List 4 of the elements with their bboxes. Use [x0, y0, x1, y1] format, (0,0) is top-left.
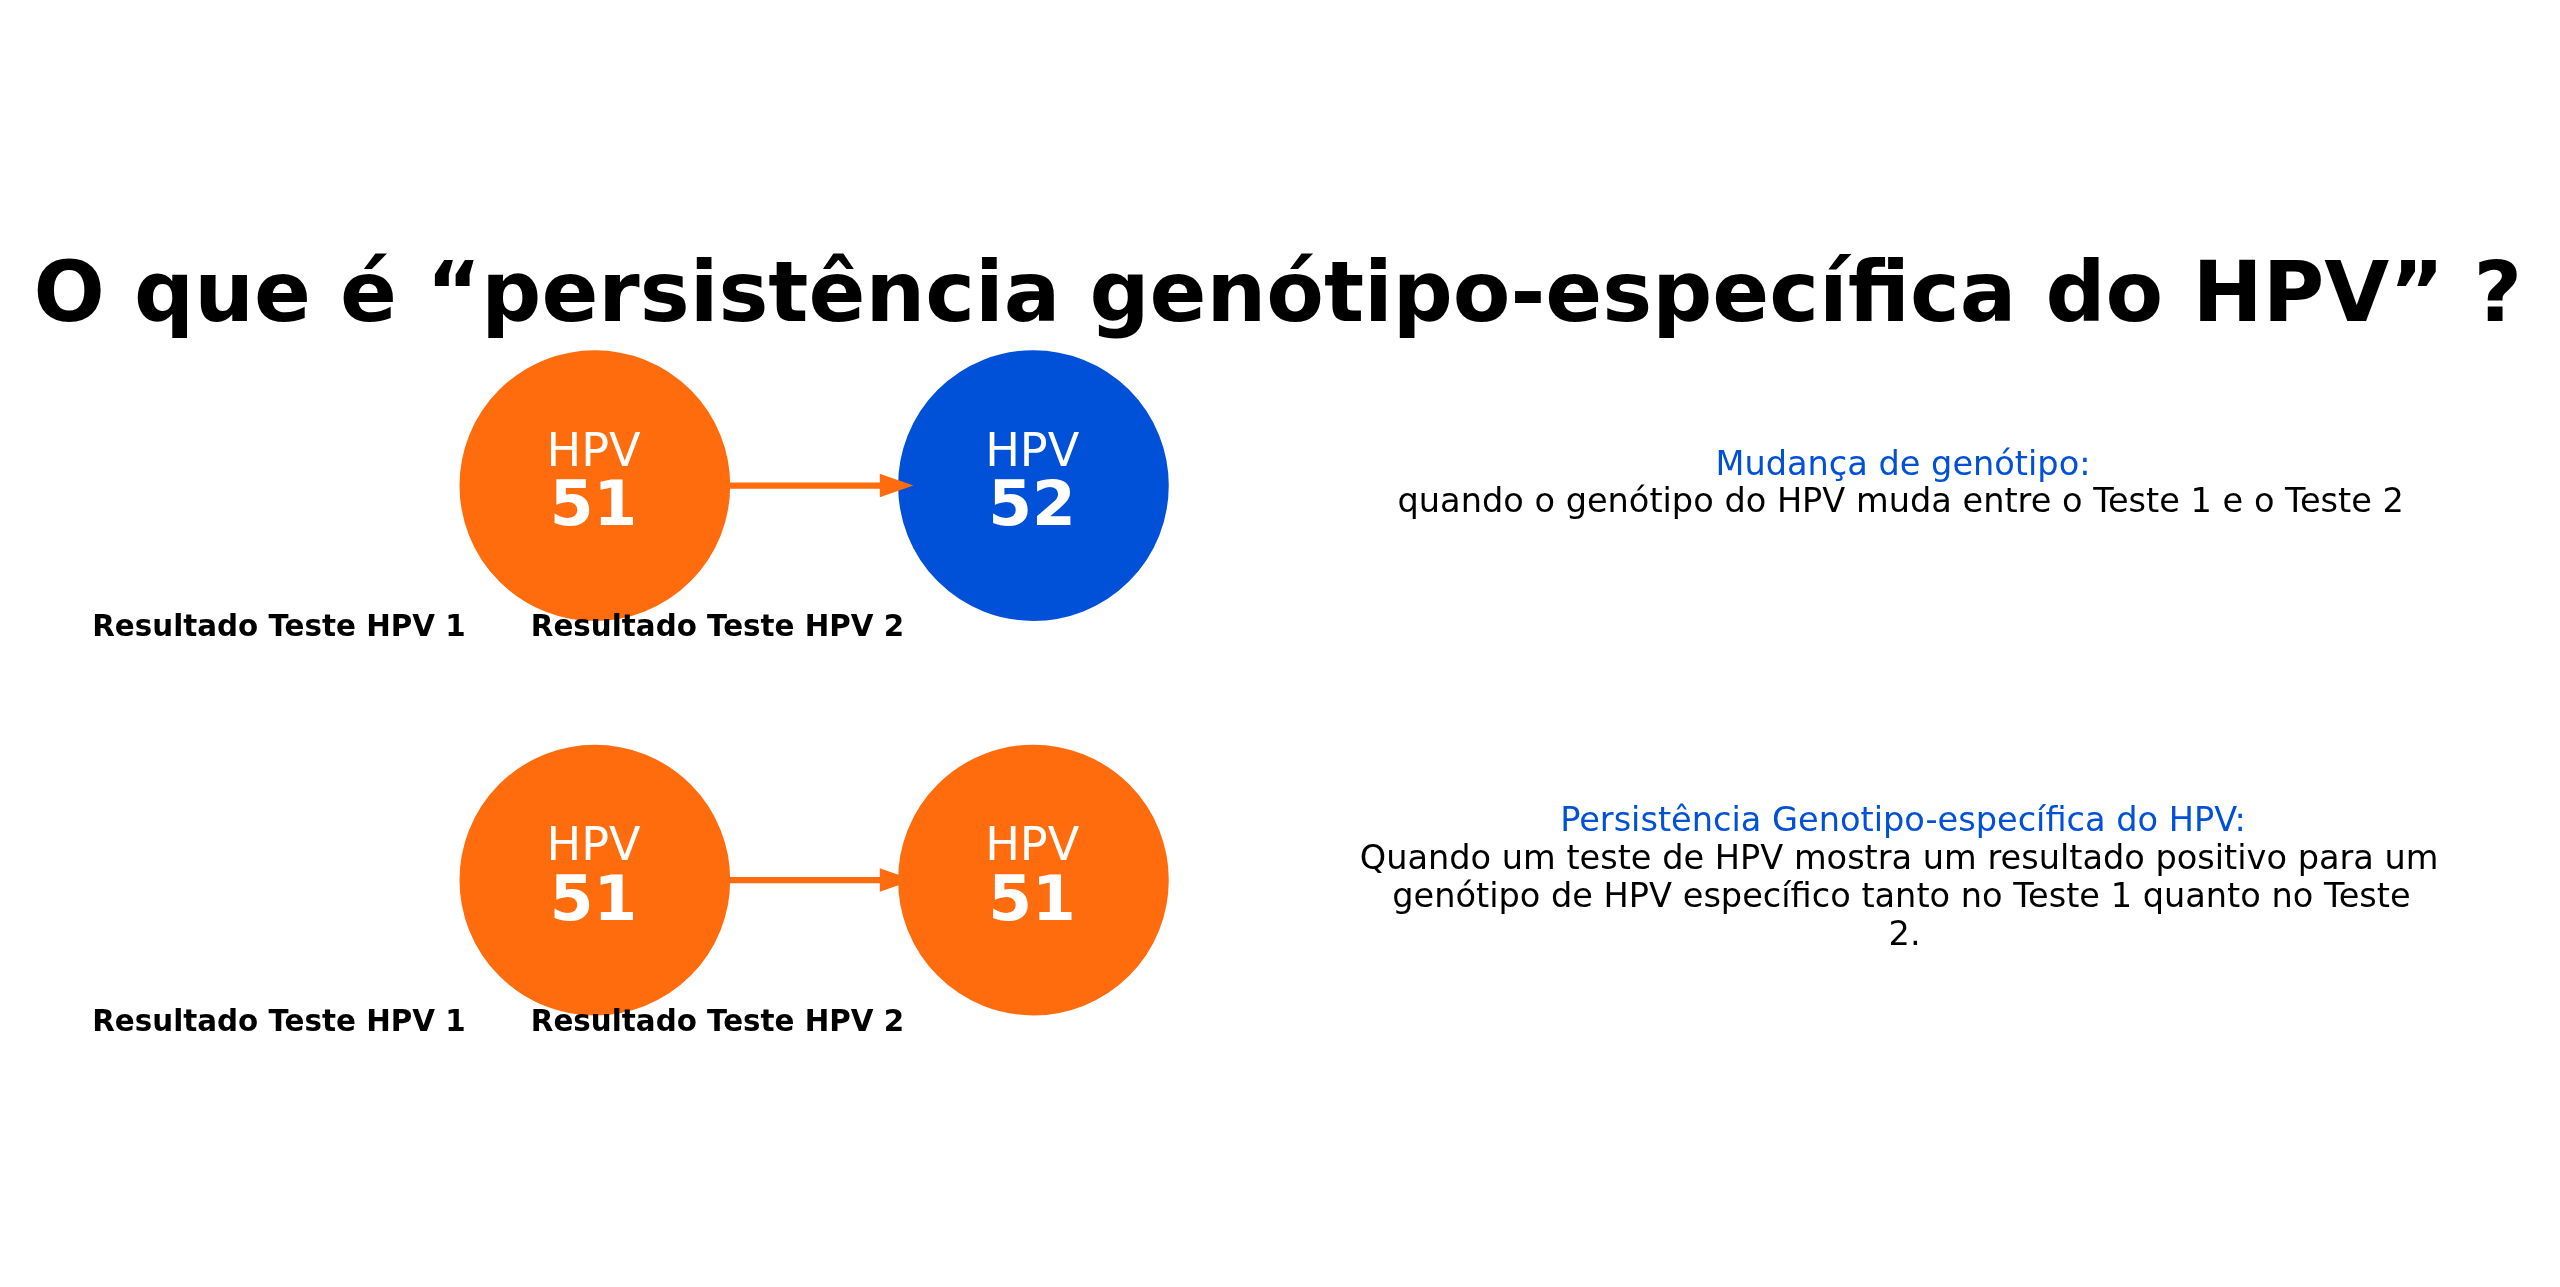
label: Quando um teste de HPV mostra um resultado positivo para um genótipo de HPV específico tanto no Teste 1 quanto no Teste 2. [1359, 837, 2439, 953]
label: Mudança de genótipo: [1715, 443, 2091, 483]
diagram-title: O que é “persistência genótipo-específica do HPV” ? [33, 242, 2523, 341]
label: Persistência Genotipo-específica do HPV: [1560, 799, 2246, 839]
